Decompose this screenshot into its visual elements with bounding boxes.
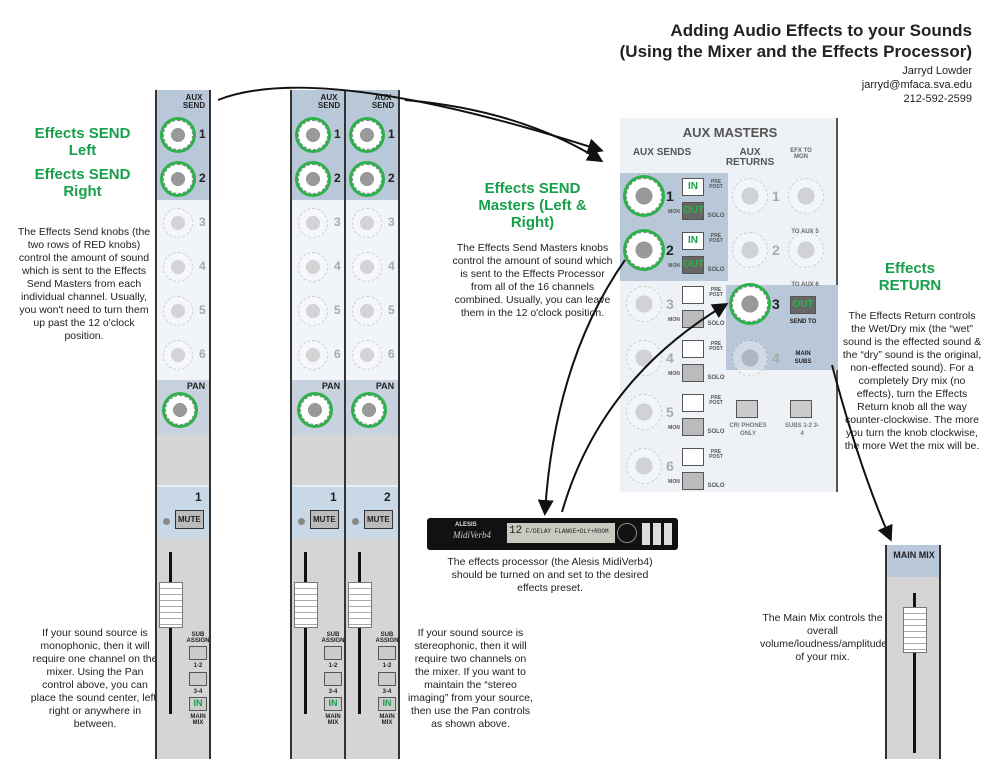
main-mix-in-button[interactable]: IN [378,697,396,711]
channel-fader[interactable] [348,582,372,628]
aux-return-knob[interactable] [732,232,768,268]
aux-send-knob[interactable] [298,296,328,326]
mono-description: If your sound source is monophonic, then… [30,627,160,730]
solo-button[interactable] [682,418,704,436]
solo-button[interactable]: OUT [682,202,704,220]
send-description: The Effects Send knobs (the two rows of … [17,226,151,342]
arrow-return-to-mainmix [831,364,893,542]
send-left-label: Effects SEND Left [34,125,131,159]
aux-send-knob[interactable] [163,120,193,150]
aux-send-knob[interactable] [163,164,193,194]
solo-button[interactable]: OUT [682,256,704,274]
pre-post-button[interactable] [682,448,704,466]
pan-knob[interactable] [165,395,195,425]
aux-send-master-knob[interactable] [626,286,662,322]
aux-masters-panel: AUX MASTERS AUX SENDS AUX RETURNS EFX TO… [620,118,838,492]
processor-display: 12 F/DELAY FLANGE+DLY+ROOM [507,523,615,543]
sub-12-button[interactable] [324,646,342,660]
pre-post-button[interactable] [682,340,704,358]
aux-send-knob[interactable] [163,340,193,370]
processor-description: The effects processor (the Alesis MidiVe… [447,556,653,594]
masters-description: The Effects Send Masters knobs control t… [452,242,613,319]
solo-button[interactable] [682,364,704,382]
aux-send-knob[interactable] [298,208,328,238]
aux-send-knob[interactable] [352,296,382,326]
aux-send-knob[interactable] [298,120,328,150]
aux-send-knob[interactable] [163,208,193,238]
mainmix-description: The Main Mix controls the overall volume… [760,612,888,663]
pre-post-button[interactable] [682,286,704,304]
page-title: Adding Audio Effects to your Sounds(Usin… [619,21,972,61]
cr-phones-button[interactable] [736,400,758,418]
aux-send-knob[interactable] [163,296,193,326]
send-right-label: Effects SEND Right [34,166,131,200]
mute-button[interactable]: MUTE [364,510,393,529]
stereo-description: If your sound source is stereophonic, th… [408,627,533,730]
aux-send-knob[interactable] [352,340,382,370]
pan-knob[interactable] [354,395,384,425]
channel-fader[interactable] [159,582,183,628]
processor-knob[interactable] [617,523,637,543]
aux-return-knob[interactable] [732,286,768,322]
arrow-send-to-masters [217,86,604,154]
sub-34-button[interactable] [378,672,396,686]
pan-knob[interactable] [300,395,330,425]
efx-to-mon-knob[interactable] [788,232,824,268]
main-mix-in-button[interactable]: IN [324,697,342,711]
sub-12-button[interactable] [378,646,396,660]
solo-button[interactable] [682,472,704,490]
main-mix-strip: MAIN MIX [885,545,941,759]
aux-send-knob[interactable] [163,252,193,282]
aux-send-knob[interactable] [352,252,382,282]
sub-34-button[interactable] [189,672,207,686]
arrow-masters-to-processor [537,259,626,516]
aux-send-knob[interactable] [352,208,382,238]
mute-button[interactable]: MUTE [175,510,204,529]
aux-send-knob[interactable] [352,164,382,194]
return3-out-button[interactable]: OUT [790,296,816,314]
subs-button[interactable] [790,400,812,418]
aux-send-master-knob[interactable] [626,232,662,268]
main-mix-fader[interactable] [903,607,927,653]
sub-34-button[interactable] [324,672,342,686]
aux-return-knob[interactable] [732,178,768,214]
aux-send-master-knob[interactable] [626,394,662,430]
channel-fader[interactable] [294,582,318,628]
efx-to-mon-knob[interactable] [788,178,824,214]
processor-buttons[interactable] [642,523,674,545]
aux-send-knob[interactable] [298,164,328,194]
aux-send-master-knob[interactable] [626,448,662,484]
arrow-send-to-masters-2 [404,99,604,163]
arrow-processor-to-return [561,302,729,513]
pre-post-button[interactable] [682,394,704,412]
main-mix-in-button[interactable]: IN [189,697,207,711]
aux-return-knob[interactable] [732,340,768,376]
masters-label: Effects SEND Masters (Left & Right) [478,180,587,231]
aux-send-knob[interactable] [298,252,328,282]
mute-button[interactable]: MUTE [310,510,339,529]
aux-send-master-knob[interactable] [626,178,662,214]
aux-send-knob[interactable] [352,120,382,150]
pre-post-button[interactable]: IN [682,178,704,196]
return-label: Effects RETURN [878,260,942,294]
pre-post-button[interactable]: IN [682,232,704,250]
sub-12-button[interactable] [189,646,207,660]
aux-send-knob[interactable] [298,340,328,370]
return-description: The Effects Return controls the Wet/Dry … [842,310,982,452]
effects-processor: ALESIS MidiVerb4 12 F/DELAY FLANGE+DLY+R… [427,518,678,550]
